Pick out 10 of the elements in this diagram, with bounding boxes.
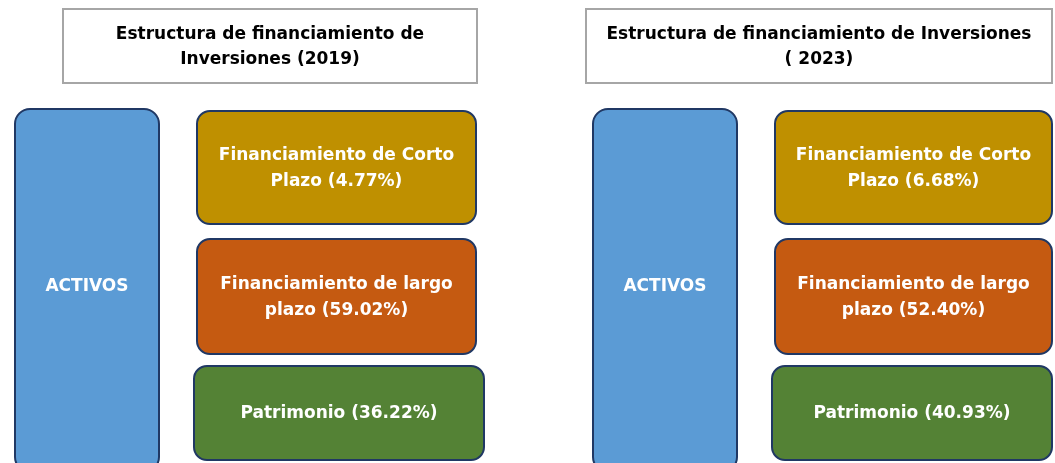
long-term-box: Financiamiento de largo plazo (59.02%)	[196, 238, 477, 355]
title-box: Estructura de financiamiento de Inversiones (2019)	[62, 8, 478, 84]
assets-bar: ACTIVOS	[14, 108, 160, 463]
short-term-box: Financiamiento de Corto Plazo (6.68%)	[774, 110, 1053, 225]
equity-box: Patrimonio (36.22%)	[193, 365, 485, 461]
assets-bar: ACTIVOS	[592, 108, 738, 463]
long-term-box: Financiamiento de largo plazo (52.40%)	[774, 238, 1053, 355]
equity-box: Patrimonio (40.93%)	[771, 365, 1053, 461]
title-box: Estructura de financiamiento de Inversiones ( 2023)	[585, 8, 1053, 84]
short-term-box: Financiamiento de Corto Plazo (4.77%)	[196, 110, 477, 225]
